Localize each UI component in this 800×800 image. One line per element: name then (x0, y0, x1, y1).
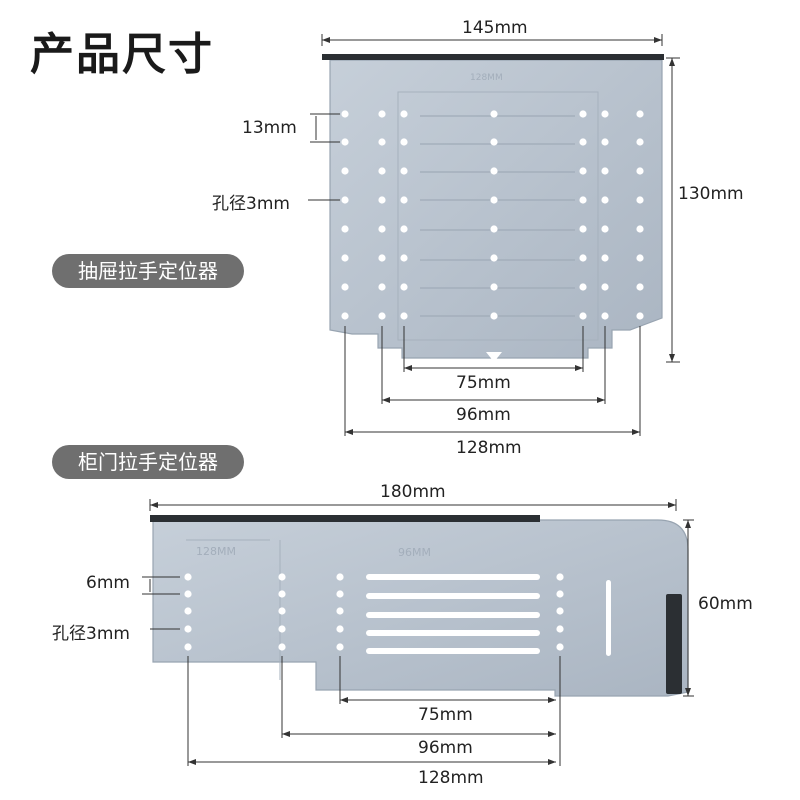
cabinet-guide-plate: 128MM 96MM (150, 515, 689, 697)
cabinet-embossed-text-mid: 96MM (398, 546, 431, 559)
cabinet-guide-rail (150, 515, 540, 522)
drawer-hole-diameter-label: 孔径3mm (212, 194, 290, 214)
cabinet-width-label: 180mm (380, 482, 446, 502)
drawer-guide-label: 抽屉拉手定位器 (52, 254, 244, 288)
cabinet-span-128-label: 128mm (418, 768, 484, 788)
drawer-span-75-label: 75mm (456, 373, 511, 393)
cabinet-span-75-label: 75mm (418, 705, 473, 725)
cabinet-hole-diameter-label: 孔径3mm (52, 624, 130, 644)
cabinet-height-label: 60mm (698, 594, 753, 614)
cabinet-guide-slots (366, 574, 611, 656)
cabinet-embossed-text-left: 128MM (196, 545, 236, 558)
cabinet-guide-label: 柜门拉手定位器 (52, 445, 244, 479)
drawer-guide-plate: 128MM (322, 54, 664, 362)
cabinet-hole-spacing-label: 6mm (86, 573, 130, 593)
cabinet-guide-clamp (666, 594, 682, 694)
drawer-guide-holes (341, 110, 644, 320)
drawer-embossed-text: 128MM (470, 73, 503, 83)
cabinet-span-96-label: 96mm (418, 738, 473, 758)
drawer-span-128-label: 128mm (456, 438, 522, 458)
drawer-height-label: 130mm (678, 184, 744, 204)
cabinet-guide-holes (184, 573, 564, 651)
drawer-span-96-label: 96mm (456, 405, 511, 425)
page-title: 产品尺寸 (30, 29, 214, 80)
drawer-hole-spacing-label: 13mm (242, 118, 297, 138)
drawer-width-label: 145mm (462, 18, 528, 38)
drawer-guide-rail (322, 54, 664, 60)
drawer-dimension-lines (308, 34, 680, 436)
cabinet-dimension-lines (142, 499, 694, 766)
